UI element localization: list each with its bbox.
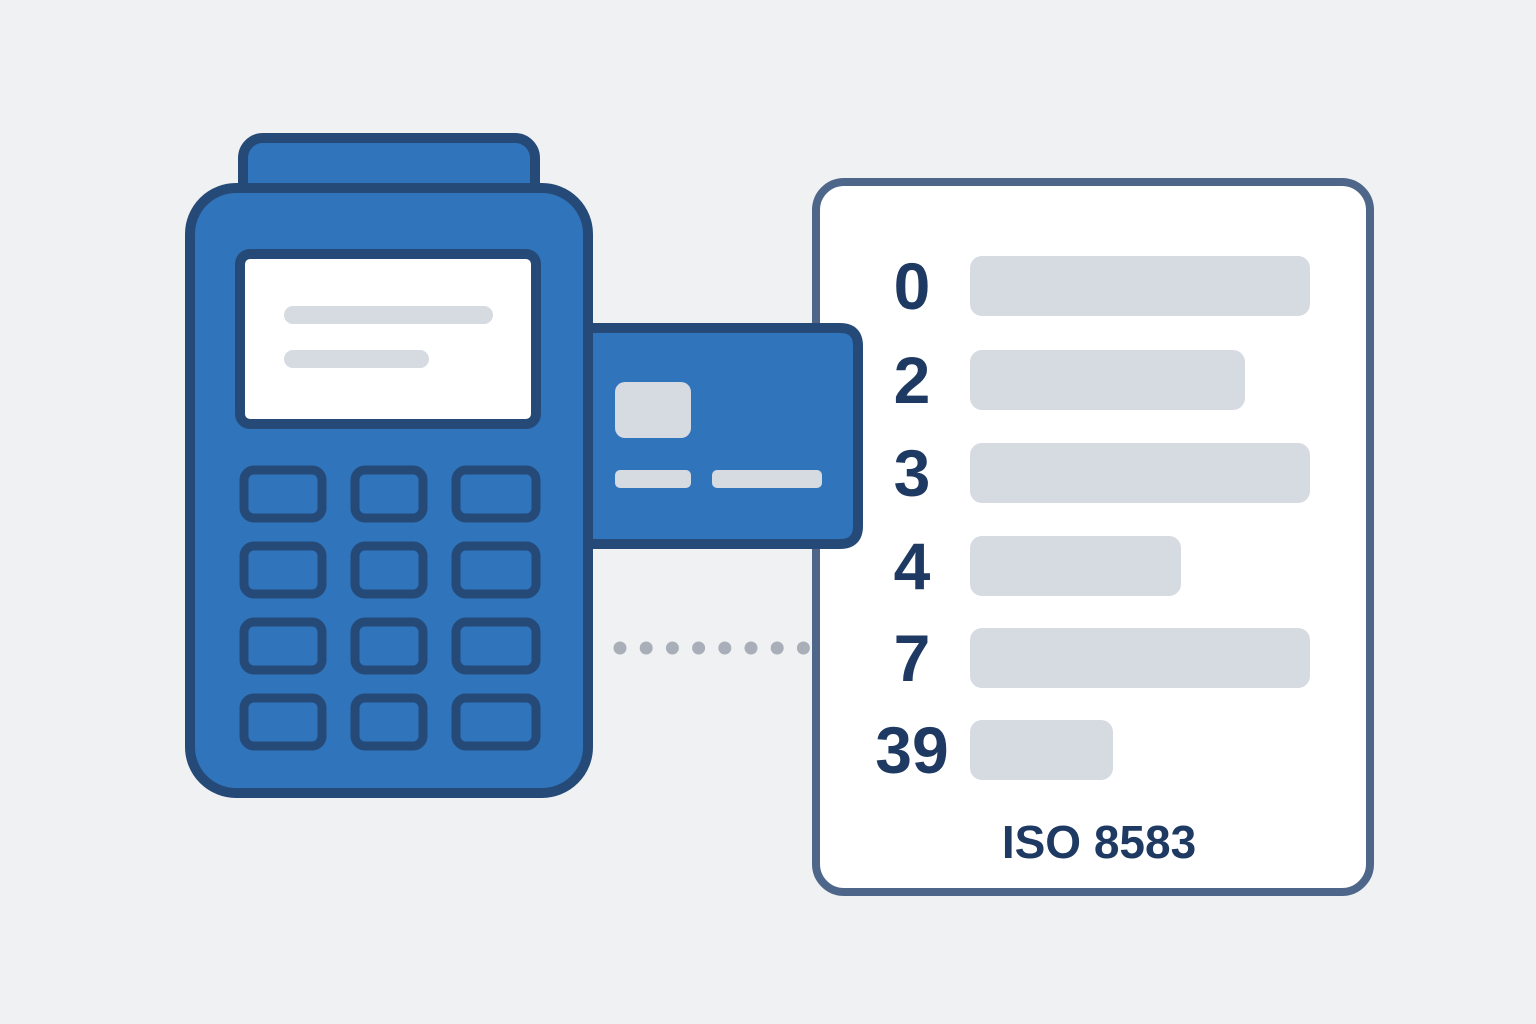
keypad-key — [350, 541, 428, 599]
field-value-bar — [970, 536, 1181, 596]
connector-dot — [639, 641, 653, 655]
field-number: 39 — [875, 713, 948, 787]
connector-dot — [796, 641, 810, 655]
keypad-key — [451, 693, 541, 751]
connector-dot — [718, 641, 732, 655]
connector-dot — [770, 641, 784, 655]
dotted-connector — [613, 641, 810, 655]
standard-label: ISO 8583 — [1002, 816, 1196, 868]
terminal-screen-line — [284, 350, 429, 368]
connector-dot — [692, 641, 706, 655]
message-field-row: 0 — [894, 249, 1310, 323]
keypad-key — [239, 617, 327, 675]
terminal-screen-line — [284, 306, 493, 324]
card-stripe-short — [615, 470, 691, 488]
field-value-bar — [970, 628, 1310, 688]
keypad-key — [451, 541, 541, 599]
field-number: 4 — [894, 529, 931, 603]
connector-dot — [744, 641, 758, 655]
terminal-screen — [235, 249, 541, 429]
keypad-key — [350, 465, 428, 523]
field-value-bar — [970, 720, 1113, 780]
field-value-bar — [970, 443, 1310, 503]
keypad-key — [239, 541, 327, 599]
connector-dot — [665, 641, 679, 655]
keypad-key — [451, 617, 541, 675]
message-field-row: 39 — [875, 713, 1113, 787]
keypad-key — [239, 693, 327, 751]
message-field-row: 7 — [894, 621, 1310, 695]
field-value-bar — [970, 350, 1245, 410]
card-stripe-long — [712, 470, 822, 488]
message-field-row: 4 — [894, 529, 1181, 603]
keypad-key — [239, 465, 327, 523]
field-number: 7 — [894, 621, 931, 695]
iso8583-message-panel: 0 2 3 4 7 39 ISO 8583 — [812, 178, 1374, 896]
field-number: 0 — [894, 249, 931, 323]
card-chip — [615, 382, 691, 438]
field-number: 2 — [894, 343, 931, 417]
payment-terminal-icon — [185, 133, 593, 798]
field-number: 3 — [894, 436, 931, 510]
message-field-row: 3 — [894, 436, 1310, 510]
connector-dot — [613, 641, 627, 655]
keypad-key — [350, 693, 428, 751]
keypad-key — [451, 465, 541, 523]
terminal-keypad — [239, 465, 541, 751]
field-value-bar — [970, 256, 1310, 316]
message-field-row: 2 — [894, 343, 1245, 417]
message-field-list: 0 2 3 4 7 39 — [875, 249, 1310, 787]
credit-card-icon — [593, 323, 863, 549]
keypad-key — [350, 617, 428, 675]
